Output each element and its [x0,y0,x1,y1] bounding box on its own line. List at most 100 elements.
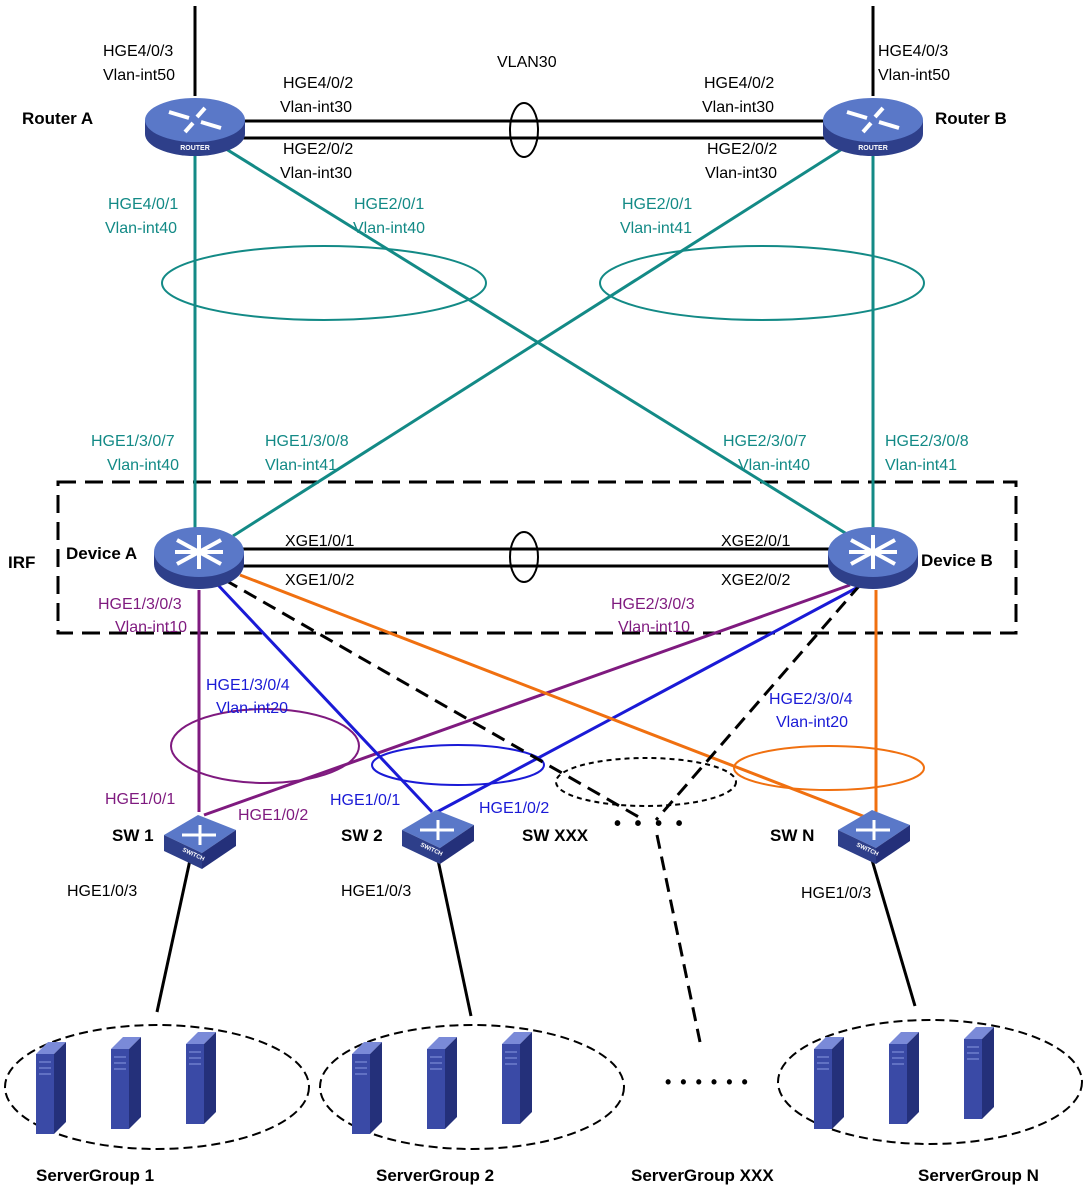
irf-aggregation-ring [509,531,539,583]
orange-links [239,573,878,820]
sw2-aggregation-ring [371,744,545,786]
vlan40-aggregation-ring [161,245,487,321]
db-sw2-link [436,583,863,814]
interface-label: XGE1/0/2 [285,572,354,589]
interface-label: HGE1/3/0/4 [206,677,290,694]
servergroup-xxx-label: ServerGroup XXX [631,1166,774,1185]
router-a[interactable]: ROUTER [145,98,245,156]
server-icon [185,1031,217,1125]
da-swxxx-link [224,578,645,822]
interface-label: HGE1/3/0/3 [98,596,182,613]
device-b-label: Device B [921,551,993,570]
vlan-label: Vlan-int41 [620,220,692,237]
vlan-label: Vlan-int41 [885,457,957,474]
vlan30-label: VLAN30 [497,54,557,71]
interface-label: HGE2/0/1 [622,196,692,213]
router-b-label: Router B [935,109,1007,128]
svg-text:ROUTER: ROUTER [180,145,210,152]
port-label: HGE1/0/2 [238,807,308,824]
interface-label: HGE4/0/2 [704,75,774,92]
router-interface-labels: HGE4/0/3 Vlan-int50 HGE4/0/3 Vlan-int50 … [103,43,950,182]
irf-label: IRF [8,553,35,572]
irf-port-labels: XGE1/0/1 XGE1/0/2 XGE2/0/1 XGE2/0/2 [285,533,790,589]
vlan-label: Vlan-int50 [103,67,175,84]
vlan-label: Vlan-int20 [776,714,848,731]
server-icon [501,1031,533,1125]
vlan-label: Vlan-int40 [107,457,179,474]
sw2-label: SW 2 [341,826,383,845]
vlan-label: Vlan-int20 [216,700,288,717]
db-swxxx-link [654,584,862,821]
vlan-label: Vlan-int10 [115,619,187,636]
sw1-downlink [155,859,192,1013]
device-a-label: Device A [66,544,137,563]
interface-label: HGE1/3/0/8 [265,433,349,450]
swxxx-label: SW XXX [522,826,589,845]
servergroup-2-boundary [319,1024,625,1150]
switch-ellipsis: • • • • [614,813,687,835]
servergroup-2-servers [351,1031,533,1135]
interface-label: XGE1/0/1 [285,533,354,550]
rb-da-link [232,142,851,538]
interface-label: HGE4/0/2 [283,75,353,92]
swxxx-aggregation-ring [555,757,737,807]
port-label: HGE1/0/1 [105,791,175,808]
servergroup-1-label: ServerGroup 1 [36,1166,154,1185]
swn[interactable]: SWITCH [838,810,910,864]
interface-label: HGE2/0/2 [707,141,777,158]
teal-uplinks [193,142,875,538]
port-label: HGE1/0/3 [801,885,871,902]
interface-label: HGE1/3/0/7 [91,433,175,450]
router-b[interactable]: ROUTER [823,98,923,156]
server-icon [35,1041,67,1135]
purple-links [197,583,851,817]
server-icon [110,1036,142,1130]
servergroup-ellipsis: • • • • • • [665,1072,750,1092]
interface-label: XGE2/0/1 [721,533,790,550]
irf-boundary [56,480,1018,635]
vlan-label: Vlan-int30 [280,99,352,116]
interface-label: HGE2/0/2 [283,141,353,158]
vlan-label: Vlan-int41 [265,457,337,474]
server-icon [351,1041,383,1135]
purple-interface-labels: HGE1/3/0/3 Vlan-int10 HGE2/3/0/3 Vlan-in… [98,596,695,824]
port-label: HGE1/0/1 [330,792,400,809]
da-swn-link [239,573,869,820]
sw1-aggregation-ring [170,708,360,784]
vlan-label: Vlan-int30 [280,165,352,182]
port-label: HGE1/0/3 [341,883,411,900]
server-icon [813,1036,845,1130]
db-sw1-link [203,583,851,817]
ra-db-link [217,142,851,538]
swn-aggregation-ring [733,745,925,791]
vlan30-aggregation-ring [509,102,539,158]
device-a[interactable] [154,527,244,589]
interface-label: XGE2/0/2 [721,572,790,589]
interface-label: HGE2/0/1 [354,196,424,213]
da-sw2-link [216,583,434,814]
swn-label: SW N [770,826,814,845]
downlink-port-labels: HGE1/0/3 HGE1/0/3 HGE1/0/3 [67,883,871,902]
interface-label: HGE2/3/0/8 [885,433,969,450]
interface-label: HGE4/0/3 [878,43,948,60]
sw2[interactable]: SWITCH [402,810,474,864]
vlan-label: Vlan-int30 [705,165,777,182]
vlan-label: Vlan-int40 [105,220,177,237]
server-icon [426,1036,458,1130]
vlan-label: Vlan-int50 [878,67,950,84]
interface-label: HGE2/3/0/3 [611,596,695,613]
server-icon [963,1026,995,1120]
device-b[interactable] [828,527,918,589]
teal-interface-labels: HGE4/0/1 Vlan-int40 HGE2/0/1 Vlan-int40 … [91,196,969,474]
router-a-label: Router A [22,109,93,128]
interface-label: HGE2/3/0/7 [723,433,807,450]
servergroup-n-servers [813,1026,995,1130]
sw1[interactable]: SWITCH [164,815,236,869]
servergroup-n-label: ServerGroup N [918,1166,1039,1185]
swxxx-links [224,578,862,1043]
port-label: HGE1/0/3 [67,883,137,900]
interface-label: HGE4/0/3 [103,43,173,60]
server-icon [888,1031,920,1125]
swxxx-servergroup-link [655,834,702,1043]
